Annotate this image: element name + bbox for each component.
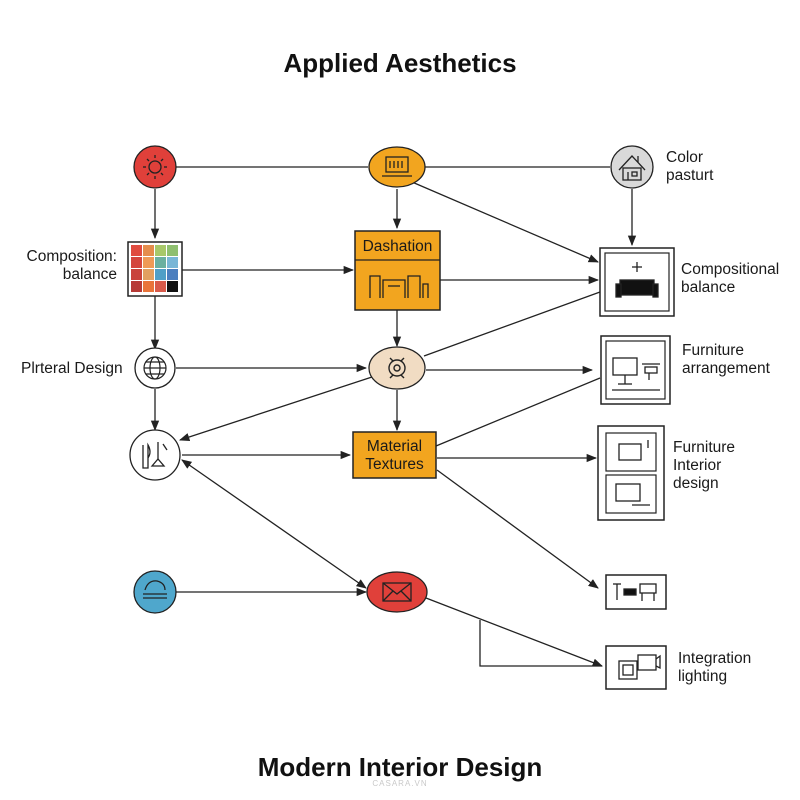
envelope-node (366, 571, 428, 613)
color-swatch (167, 269, 178, 280)
screen-icon (615, 440, 650, 506)
furninterior-box (597, 425, 665, 521)
color-swatch (143, 245, 154, 256)
gear-icon (388, 357, 406, 379)
label-plrteral-design: Plrteral Design (21, 360, 123, 377)
globe-node (134, 347, 176, 389)
dashation-box (354, 230, 441, 311)
monitor-icon (612, 357, 660, 391)
furnarr-box (600, 335, 671, 405)
color-swatch (131, 269, 142, 280)
furniture-sketch-icon (369, 275, 429, 298)
hat-node (133, 570, 177, 614)
color-swatch (155, 281, 166, 292)
edge-material-furnset (436, 469, 599, 589)
connectors (150, 166, 637, 667)
label-composition-left: Composition:balance (26, 248, 117, 283)
gear-node (368, 346, 426, 390)
color-swatch (167, 281, 178, 292)
color-swatch (143, 281, 154, 292)
label-dashation: Dashation (362, 238, 433, 255)
lamp-icon (618, 654, 661, 680)
laptop-node (368, 146, 426, 188)
edge-material-furnarr (435, 377, 601, 447)
color-swatch (155, 269, 166, 280)
edge-laptop-compbalance (411, 181, 599, 263)
diagram-title: Applied Aesthetics (283, 48, 517, 78)
watermark: CASARA.VN (372, 779, 428, 788)
color-grid-icon (131, 245, 178, 292)
edge-branch-lamp (479, 620, 602, 667)
color-swatch (143, 257, 154, 268)
color-swatch (131, 245, 142, 256)
edge-tools-envelope (181, 459, 367, 589)
sofa-icon (615, 262, 659, 298)
color-grid-node (127, 241, 183, 297)
hat-icon (143, 580, 167, 599)
material-box (352, 431, 437, 479)
compbalance-box (599, 247, 675, 317)
edge-envelope-lamp (425, 597, 603, 667)
sun-icon (143, 155, 167, 179)
house-icon (618, 155, 646, 181)
tools-icon (142, 442, 168, 469)
color-swatch (167, 257, 178, 268)
sun-node (133, 145, 177, 189)
color-swatch (143, 269, 154, 280)
tools-node (129, 429, 181, 481)
edge-gear-compbalance (423, 291, 601, 357)
furniture-set-icon (613, 583, 657, 601)
house-node (610, 145, 654, 189)
color-swatch (131, 281, 142, 292)
color-swatch (155, 245, 166, 256)
laptop-icon (382, 156, 412, 177)
color-swatch (131, 257, 142, 268)
edge-gear-tools (179, 376, 373, 442)
color-swatch (155, 257, 166, 268)
furnset-box (605, 574, 667, 610)
envelope-icon (382, 582, 412, 602)
color-swatch (167, 245, 178, 256)
globe-icon (143, 356, 167, 380)
lamp-box (605, 645, 667, 690)
footer-title: Modern Interior Design (257, 752, 543, 782)
